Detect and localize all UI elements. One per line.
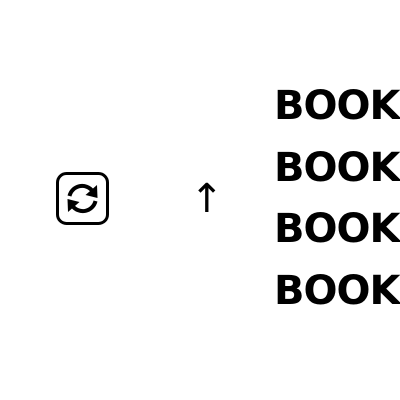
word-list: BOOK BOOK BOOK BOOK (274, 83, 400, 330)
word-item: BOOK (274, 144, 400, 191)
word-item: BOOK (274, 267, 400, 314)
up-arrow-icon: ↑ (190, 176, 224, 222)
sync-icon (56, 172, 109, 225)
word-item: BOOK (274, 83, 400, 129)
word-item: BOOK (274, 206, 400, 252)
